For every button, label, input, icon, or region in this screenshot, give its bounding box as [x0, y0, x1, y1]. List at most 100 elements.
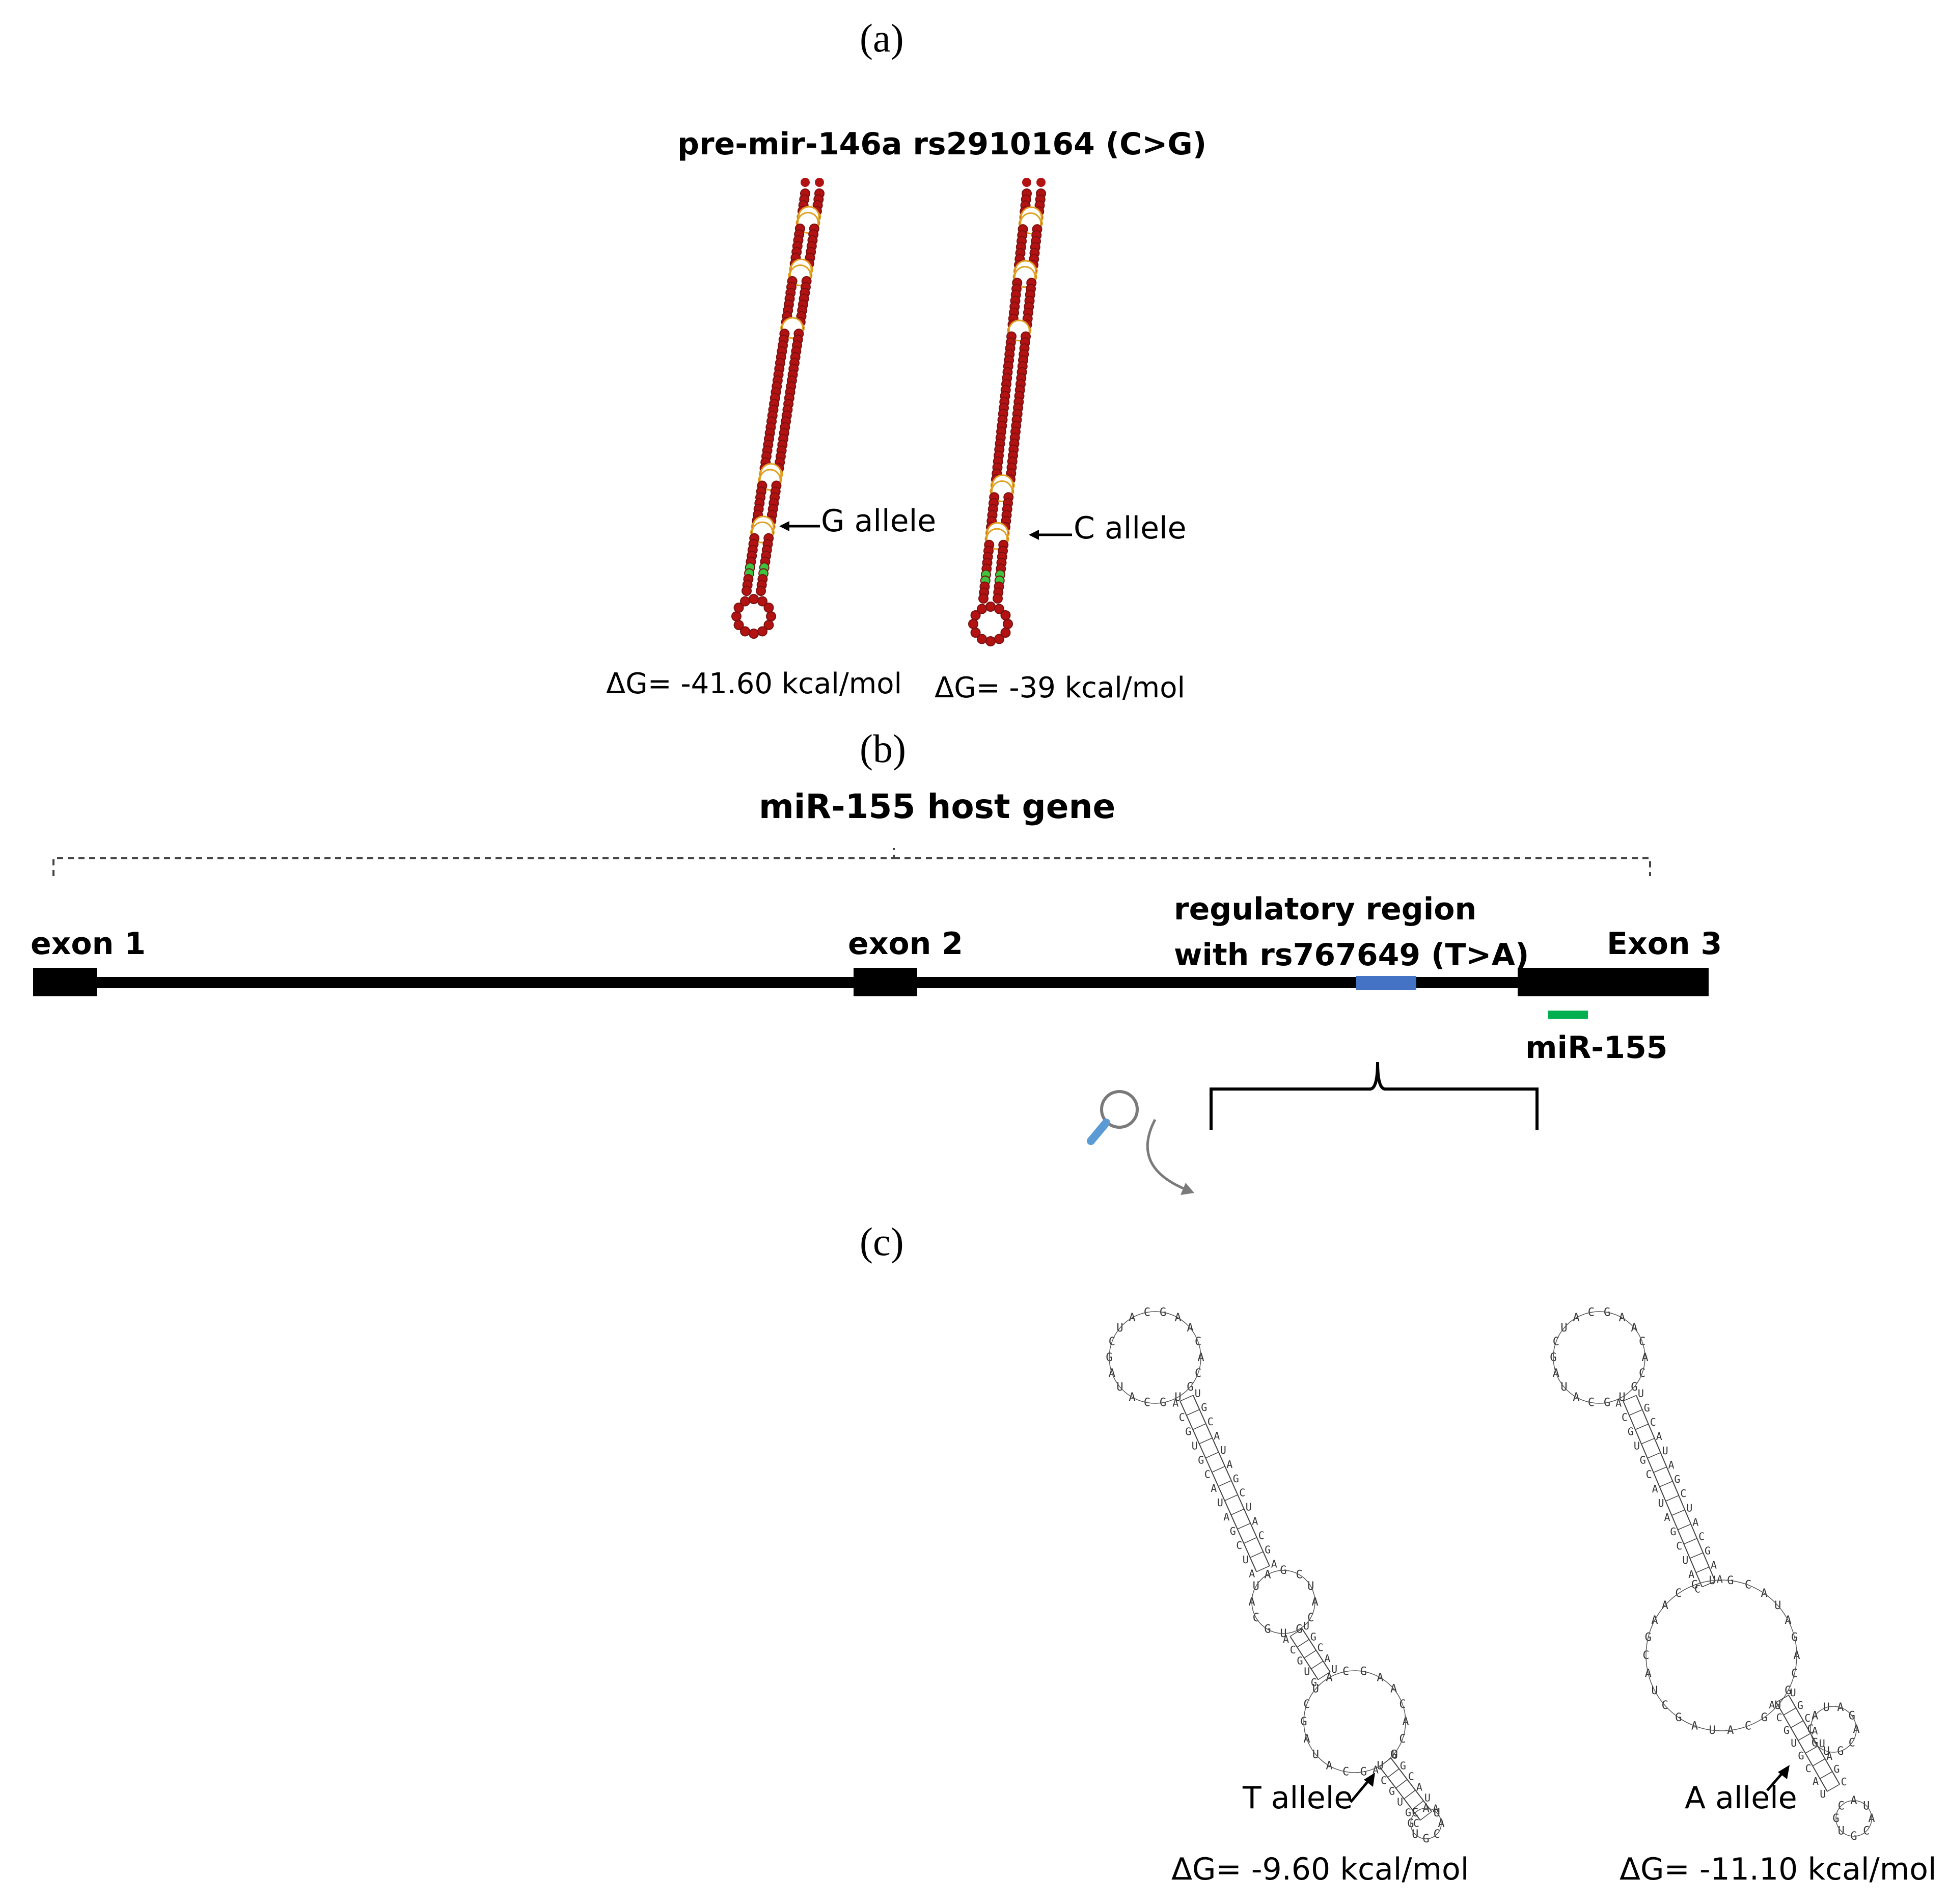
svg-text:U: U [1424, 1792, 1431, 1804]
svg-text:G: G [1400, 1760, 1406, 1772]
exon-2-label: exon 2 [848, 926, 963, 962]
svg-text:U: U [1790, 1687, 1796, 1699]
svg-text:A: A [1373, 1763, 1379, 1776]
c-allele-delta-g: ΔG= -39 kcal/mol [935, 671, 1186, 704]
svg-text:U: U [1331, 1663, 1337, 1675]
svg-text:U: U [1304, 1666, 1310, 1678]
svg-text:U: U [1192, 1439, 1198, 1452]
a-allele-delta-g: ΔG= -11.10 kcal/mol [1620, 1852, 1937, 1887]
svg-text:G: G [1311, 1676, 1317, 1689]
svg-text:A: A [1433, 1803, 1439, 1815]
panel-a-label: (a) [860, 16, 904, 60]
svg-text:C: C [1204, 1468, 1211, 1480]
zoom-brace [1210, 1062, 1539, 1130]
svg-text:C: C [1776, 1711, 1782, 1724]
svg-text:G: G [1784, 1724, 1790, 1736]
svg-text:A: A [1711, 1559, 1717, 1571]
svg-text:G: G [1798, 1750, 1804, 1762]
svg-text:C: C [1680, 1487, 1686, 1500]
svg-text:G: G [1389, 1785, 1395, 1797]
regulatory-region-block [1356, 976, 1416, 990]
svg-text:C: C [1239, 1487, 1245, 1499]
svg-text:A: A [1214, 1430, 1220, 1442]
svg-text:C: C [1290, 1644, 1296, 1656]
exon-3-label: Exon 3 [1607, 926, 1722, 962]
svg-text:G: G [1705, 1545, 1711, 1557]
svg-text:G: G [1198, 1454, 1204, 1466]
svg-text:A: A [1283, 1633, 1289, 1645]
svg-text:G: G [1833, 1763, 1840, 1775]
svg-text:A: A [1692, 1516, 1698, 1528]
svg-text:G: G [1230, 1525, 1236, 1537]
svg-text:G: G [1265, 1543, 1271, 1556]
svg-text:U: U [1195, 1387, 1201, 1399]
svg-text:G: G [1628, 1425, 1634, 1437]
svg-text:C: C [1408, 1771, 1414, 1783]
svg-text:A: A [1416, 1781, 1422, 1793]
t-allele-delta-g: ΔG= -9.60 kcal/mol [1171, 1852, 1469, 1887]
svg-text:C: C [1646, 1468, 1652, 1481]
svg-text:G: G [1233, 1473, 1239, 1485]
a-allele-label: A allele [1685, 1780, 1797, 1816]
panel-a-title: pre-mir-146a rs2910164 (C>G) [677, 126, 1207, 162]
svg-text:U: U [1243, 1554, 1249, 1566]
svg-text:U: U [1658, 1497, 1664, 1509]
hairpin-g-allele [731, 178, 825, 639]
svg-text:C: C [1694, 1583, 1700, 1595]
svg-text:U: U [1819, 1737, 1825, 1750]
svg-text:C: C [1413, 1817, 1419, 1829]
exon-2-block [854, 968, 917, 996]
svg-text:A: A [1668, 1459, 1674, 1471]
svg-text:G: G [1797, 1699, 1803, 1711]
svg-text:G: G [1185, 1426, 1191, 1438]
panel-b-title: miR-155 host gene [759, 787, 1116, 826]
svg-text:C: C [1841, 1776, 1847, 1788]
c-allele-label: C allele [1074, 510, 1187, 546]
svg-text:U: U [1217, 1497, 1223, 1509]
svg-text:G: G [1640, 1454, 1646, 1466]
svg-text:U: U [1682, 1554, 1688, 1566]
svg-text:C: C [1698, 1530, 1705, 1542]
curved-arrow-icon [1146, 1119, 1194, 1195]
svg-text:A: A [1172, 1397, 1178, 1409]
host-gene-span-bracket [52, 848, 1651, 876]
svg-text:C: C [1208, 1416, 1214, 1428]
svg-text:A: A [1812, 1725, 1818, 1737]
svg-text:C: C [1805, 1762, 1812, 1775]
svg-text:C: C [1236, 1539, 1242, 1552]
mirna-155-mark [1548, 1011, 1588, 1019]
svg-text:U: U [1397, 1796, 1403, 1808]
exon-1-label: exon 1 [31, 926, 146, 962]
svg-text:U: U [1634, 1440, 1640, 1452]
svg-text:A: A [1271, 1558, 1277, 1570]
svg-text:G: G [1674, 1473, 1680, 1485]
svg-text:A: A [1211, 1482, 1217, 1494]
svg-text:A: A [1324, 1652, 1330, 1665]
svg-text:G: G [1405, 1806, 1411, 1818]
svg-text:G: G [1670, 1526, 1676, 1538]
svg-text:A: A [1615, 1397, 1622, 1409]
svg-text:U: U [1686, 1502, 1692, 1514]
regulatory-snp-label: with rs767649 (T>A) [1174, 937, 1529, 973]
svg-text:G: G [1201, 1401, 1207, 1413]
svg-text:A: A [1769, 1699, 1775, 1711]
svg-text:A: A [1656, 1430, 1662, 1443]
svg-text:G: G [1297, 1654, 1303, 1667]
arrow-a-allele [1766, 1765, 1790, 1791]
svg-text:C: C [1317, 1642, 1323, 1654]
panel-b-label: (b) [860, 726, 906, 771]
svg-text:A: A [1249, 1568, 1255, 1580]
svg-text:U: U [1820, 1788, 1826, 1800]
arrow-g-allele [779, 521, 820, 531]
svg-text:U: U [1220, 1444, 1226, 1456]
exon-3-block [1518, 968, 1709, 996]
arrow-t-allele [1350, 1773, 1375, 1803]
svg-text:C: C [1258, 1529, 1265, 1541]
svg-text:U: U [1246, 1501, 1252, 1513]
magnifier-icon [1087, 1090, 1139, 1145]
svg-text:C: C [1622, 1411, 1628, 1423]
svg-text:U: U [1392, 1749, 1398, 1761]
svg-text:A: A [1813, 1775, 1819, 1787]
